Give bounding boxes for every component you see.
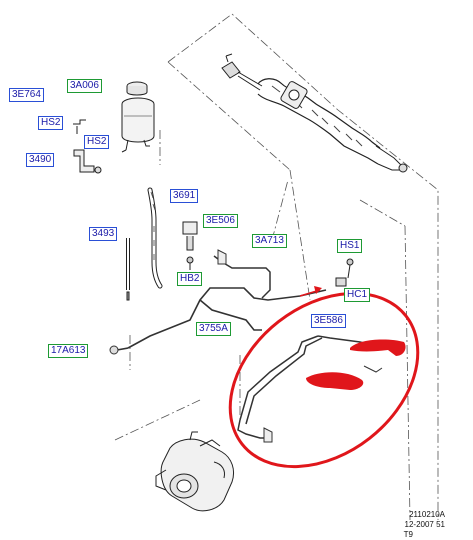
bolt-HB2	[186, 256, 194, 270]
red-highlight-marks	[306, 339, 406, 390]
label-HS2-bottom: HS2	[84, 135, 110, 149]
label-HS1: HS1	[337, 239, 363, 253]
label-3490: 3490	[26, 153, 55, 167]
label-3493: 3493	[89, 227, 118, 241]
pipe-3755A	[109, 287, 327, 355]
label-3A006: 3A006	[67, 79, 102, 93]
steering-rack	[221, 53, 408, 173]
reservoir	[121, 81, 155, 153]
red-arrow	[299, 286, 322, 297]
hose-3E586	[237, 335, 383, 443]
label-HB2: HB2	[177, 272, 203, 286]
clip-3E506	[182, 221, 198, 251]
label-17A613: 17A613	[48, 344, 89, 358]
footer-code: T9	[403, 530, 413, 539]
leader-lines	[114, 13, 439, 521]
footer-date: 12-2007 51	[404, 520, 445, 529]
label-HS2-top: HS2	[38, 116, 64, 130]
label-3E764: 3E764	[9, 88, 44, 102]
reservoir-bracket	[73, 119, 102, 174]
footer-ref: 2110210A	[409, 510, 445, 519]
label-3691: 3691	[170, 189, 199, 203]
steering-pump	[155, 431, 235, 512]
label-3A713: 3A713	[252, 234, 287, 248]
label-3755A: 3755A	[196, 322, 231, 336]
red-circle-annotation	[228, 291, 420, 469]
pipe-3A713	[213, 249, 271, 299]
bolt-HS1	[335, 258, 354, 287]
label-3E506: 3E506	[203, 214, 238, 228]
hose-3691	[147, 187, 163, 289]
label-HC1: HC1	[344, 288, 371, 302]
label-3E586: 3E586	[311, 314, 346, 328]
hose-3493	[126, 238, 130, 301]
